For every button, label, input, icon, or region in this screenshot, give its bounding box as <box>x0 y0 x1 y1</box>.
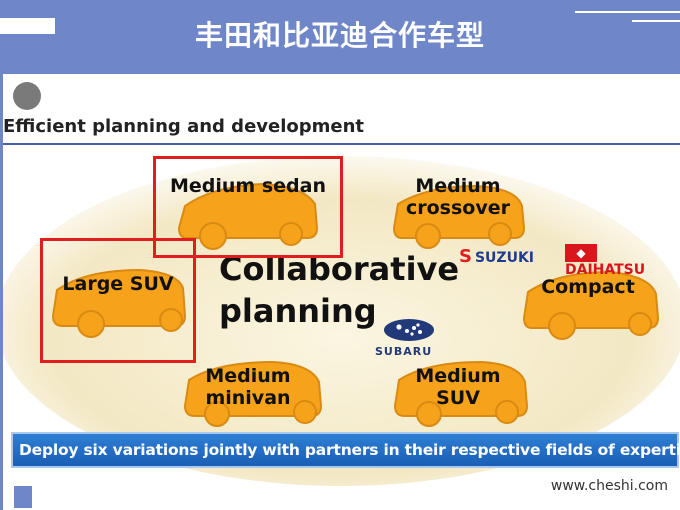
car-label-medium-suv: Medium SUV <box>415 365 501 409</box>
banner-text: Deploy six variations jointly with partn… <box>19 441 680 459</box>
car-label-medium-sedan: Medium sedan <box>170 175 326 197</box>
header-bar: 丰田和比亚迪合作车型 <box>0 0 680 70</box>
car-icon <box>183 360 323 427</box>
car-icon <box>392 184 526 249</box>
highlight-box <box>153 156 343 258</box>
header-decoration-line <box>632 20 680 22</box>
header-decoration-line <box>575 11 680 13</box>
info-banner: Deploy six variations jointly with partn… <box>11 432 680 468</box>
subaru-logo-text: SUBARU <box>375 345 433 358</box>
subaru-stars-icon <box>384 319 434 341</box>
car-icon <box>51 268 187 338</box>
car-label-large-suv: Large SUV <box>62 273 174 295</box>
car-icon <box>393 360 529 427</box>
car-label-compact: Compact <box>541 276 635 298</box>
slide-image: Efficient planning and development <box>3 74 680 510</box>
car-icon <box>522 270 660 340</box>
watermark: www.cheshi.com <box>550 478 668 494</box>
header-decoration <box>0 18 55 34</box>
highlight-box <box>40 238 196 363</box>
car-label-medium-minivan: Medium minivan <box>205 365 291 409</box>
bottom-decoration <box>14 486 32 508</box>
page-title: 丰田和比亚迪合作车型 <box>194 19 485 52</box>
car-icon <box>177 182 319 250</box>
car-label-medium-crossover: Medium crossover <box>406 175 510 219</box>
slide-subtitle: Efficient planning and development <box>3 116 365 137</box>
divider <box>3 143 680 145</box>
bullet-circle-icon <box>13 82 41 110</box>
daihatsu-logo: ◆DAIHATSU <box>565 244 646 278</box>
